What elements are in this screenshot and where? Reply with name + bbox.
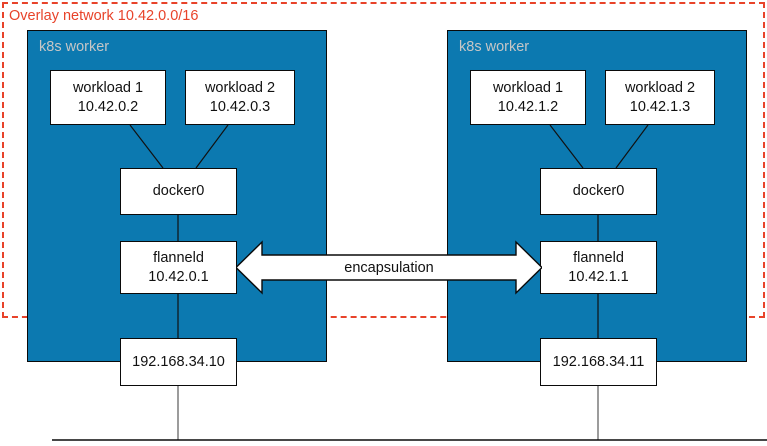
flanneld-box-left: flanneld 10.42.0.1 xyxy=(120,241,237,294)
docker0-right-name: docker0 xyxy=(572,183,625,200)
flanneld-left-ip: 10.42.0.1 xyxy=(148,268,209,285)
encapsulation-label: encapsulation xyxy=(344,259,434,276)
overlay-network-label: Overlay network 10.42.0.0/16 xyxy=(9,8,199,24)
workload-left-1-ip: 10.42.0.2 xyxy=(77,98,139,115)
workload-box-right-1: workload 1 10.42.1.2 xyxy=(470,70,586,125)
host-ip-box-left: 192.168.34.10 xyxy=(120,338,237,386)
flanneld-left-name: flanneld xyxy=(153,249,204,266)
workload-box-left-2: workload 2 10.42.0.3 xyxy=(185,70,295,125)
flanneld-box-right: flanneld 10.42.1.1 xyxy=(540,241,657,294)
host-ip-left: 192.168.34.10 xyxy=(132,353,225,370)
workload-right-2-ip: 10.42.1.3 xyxy=(629,98,691,115)
docker0-box-left: docker0 xyxy=(120,168,237,215)
workload-box-right-2: workload 2 10.42.1.3 xyxy=(605,70,715,125)
overlay-network-region xyxy=(2,2,765,318)
workload-right-1-ip: 10.42.1.2 xyxy=(497,98,559,115)
worker-node-right-label: k8s worker xyxy=(459,39,530,55)
flanneld-right-name: flanneld xyxy=(573,249,624,266)
encapsulation-arrow xyxy=(236,240,542,295)
workload-right-2-name: workload 2 xyxy=(624,79,696,96)
host-ip-box-right: 192.168.34.11 xyxy=(540,338,657,386)
flanneld-right-ip: 10.42.1.1 xyxy=(568,268,629,285)
worker-node-left-label: k8s worker xyxy=(39,39,110,55)
docker0-box-right: docker0 xyxy=(540,168,657,215)
workload-right-1-name: workload 1 xyxy=(492,79,564,96)
workload-left-2-name: workload 2 xyxy=(204,79,276,96)
workload-left-2-ip: 10.42.0.3 xyxy=(209,98,271,115)
workload-left-1-name: workload 1 xyxy=(72,79,144,96)
host-ip-right: 192.168.34.11 xyxy=(552,353,645,370)
workload-box-left-1: workload 1 10.42.0.2 xyxy=(50,70,166,125)
docker0-left-name: docker0 xyxy=(152,183,205,200)
